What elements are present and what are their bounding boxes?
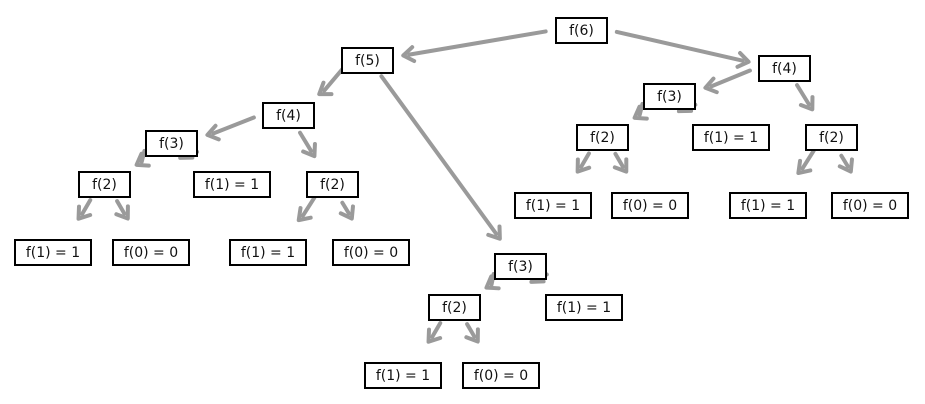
edge-n_f4_left-to-n_f2_ll [298,130,314,154]
node-f3-mid: f(3) [494,253,547,280]
edge-n_f2_ll-to-n_f1_llr [300,195,317,218]
edge-n_f2_mid-to-n_f1_mid_l [430,321,443,339]
node-f2-ll: f(2) [306,171,359,198]
node-f1-mid-r: f(1) = 1 [545,294,623,321]
node-f2-mid: f(2) [428,294,481,321]
edge-n_f6-to-n_f5 [407,29,548,57]
edge-n_f2_mid-to-n_f0_mid [465,322,477,339]
arrowhead-icon [205,123,221,142]
arrowhead-icon [796,158,813,175]
edge-n_f4_right-to-n_f2_rr [795,83,811,107]
node-f2-rl: f(2) [576,124,629,151]
arrowhead-icon [76,204,93,221]
node-f5: f(5) [341,47,394,74]
node-f3-right: f(3) [643,83,696,110]
edge-n_f5-to-n_f3_mid [379,74,499,236]
node-f0-mid: f(0) = 0 [462,362,540,389]
node-f0-llr: f(0) = 0 [332,239,410,266]
edge-n_f5-to-n_f4_left [322,67,345,93]
arrowhead-icon [798,95,815,112]
arrowhead-icon [575,157,592,174]
arrowhead-icon [401,45,417,64]
edge-n_f3_right-to-n_f2_rl [637,101,645,117]
node-f0-rll: f(0) = 0 [611,192,689,219]
arrowhead-icon [484,274,501,291]
arrowhead-icon [735,51,751,69]
arrowhead-icon [301,141,317,159]
arrowhead-icon [338,204,355,221]
edge-n_f2_lll-to-n_f1_llll [80,198,93,216]
arrowhead-icon [486,224,502,241]
node-f1-rll: f(1) = 1 [514,192,592,219]
edge-n_f4_left-to-n_f3_ll [211,115,256,136]
node-f4-right: f(4) [758,55,811,82]
edge-n_f3_ll-to-n_f2_lll [139,148,147,164]
edge-n_f3_mid-to-n_f2_mid [489,272,496,287]
edge-n_f2_rr-to-n_f1_rrl [800,148,816,171]
node-f4-left: f(4) [262,102,315,129]
arrowhead-icon [317,80,334,97]
arrowhead-icon [114,204,130,221]
node-f1-llr: f(1) = 1 [229,239,307,266]
node-f1-rl: f(1) = 1 [692,124,770,151]
node-f0-llll: f(0) = 0 [112,239,190,266]
edge-n_f2_lll-to-n_f0_llll [115,199,127,216]
node-f1-lll: f(1) = 1 [193,171,271,198]
node-f2-rr: f(2) [805,124,858,151]
arrowhead-icon [296,206,313,223]
arrowhead-icon [134,151,151,168]
arrowhead-icon [703,76,719,95]
arrowhead-icon [632,104,649,121]
edge-n_f2_ll-to-n_f0_llr [340,200,351,216]
arrowhead-icon [426,327,443,344]
edge-n_f6-to-n_f4_right [614,29,745,63]
edge-n_f4_right-to-n_f3_right [709,68,752,89]
node-f1-rrl: f(1) = 1 [729,192,807,219]
node-f1-mid-l: f(1) = 1 [364,362,442,389]
node-f2-lll: f(2) [78,171,131,198]
arrowhead-icon [837,157,854,174]
edge-n_f2_rl-to-n_f0_rll [613,151,625,169]
node-f1-llll: f(1) = 1 [14,239,92,266]
arrowhead-icon [464,327,480,344]
arrowhead-icon [612,157,629,174]
edge-n_f2_rr-to-n_f0_rrl [839,153,850,169]
node-f6: f(6) [555,17,608,44]
node-f0-rrl: f(0) = 0 [831,192,909,219]
node-f3-ll: f(3) [145,130,198,157]
edge-n_f2_rl-to-n_f1_rll [579,151,591,169]
